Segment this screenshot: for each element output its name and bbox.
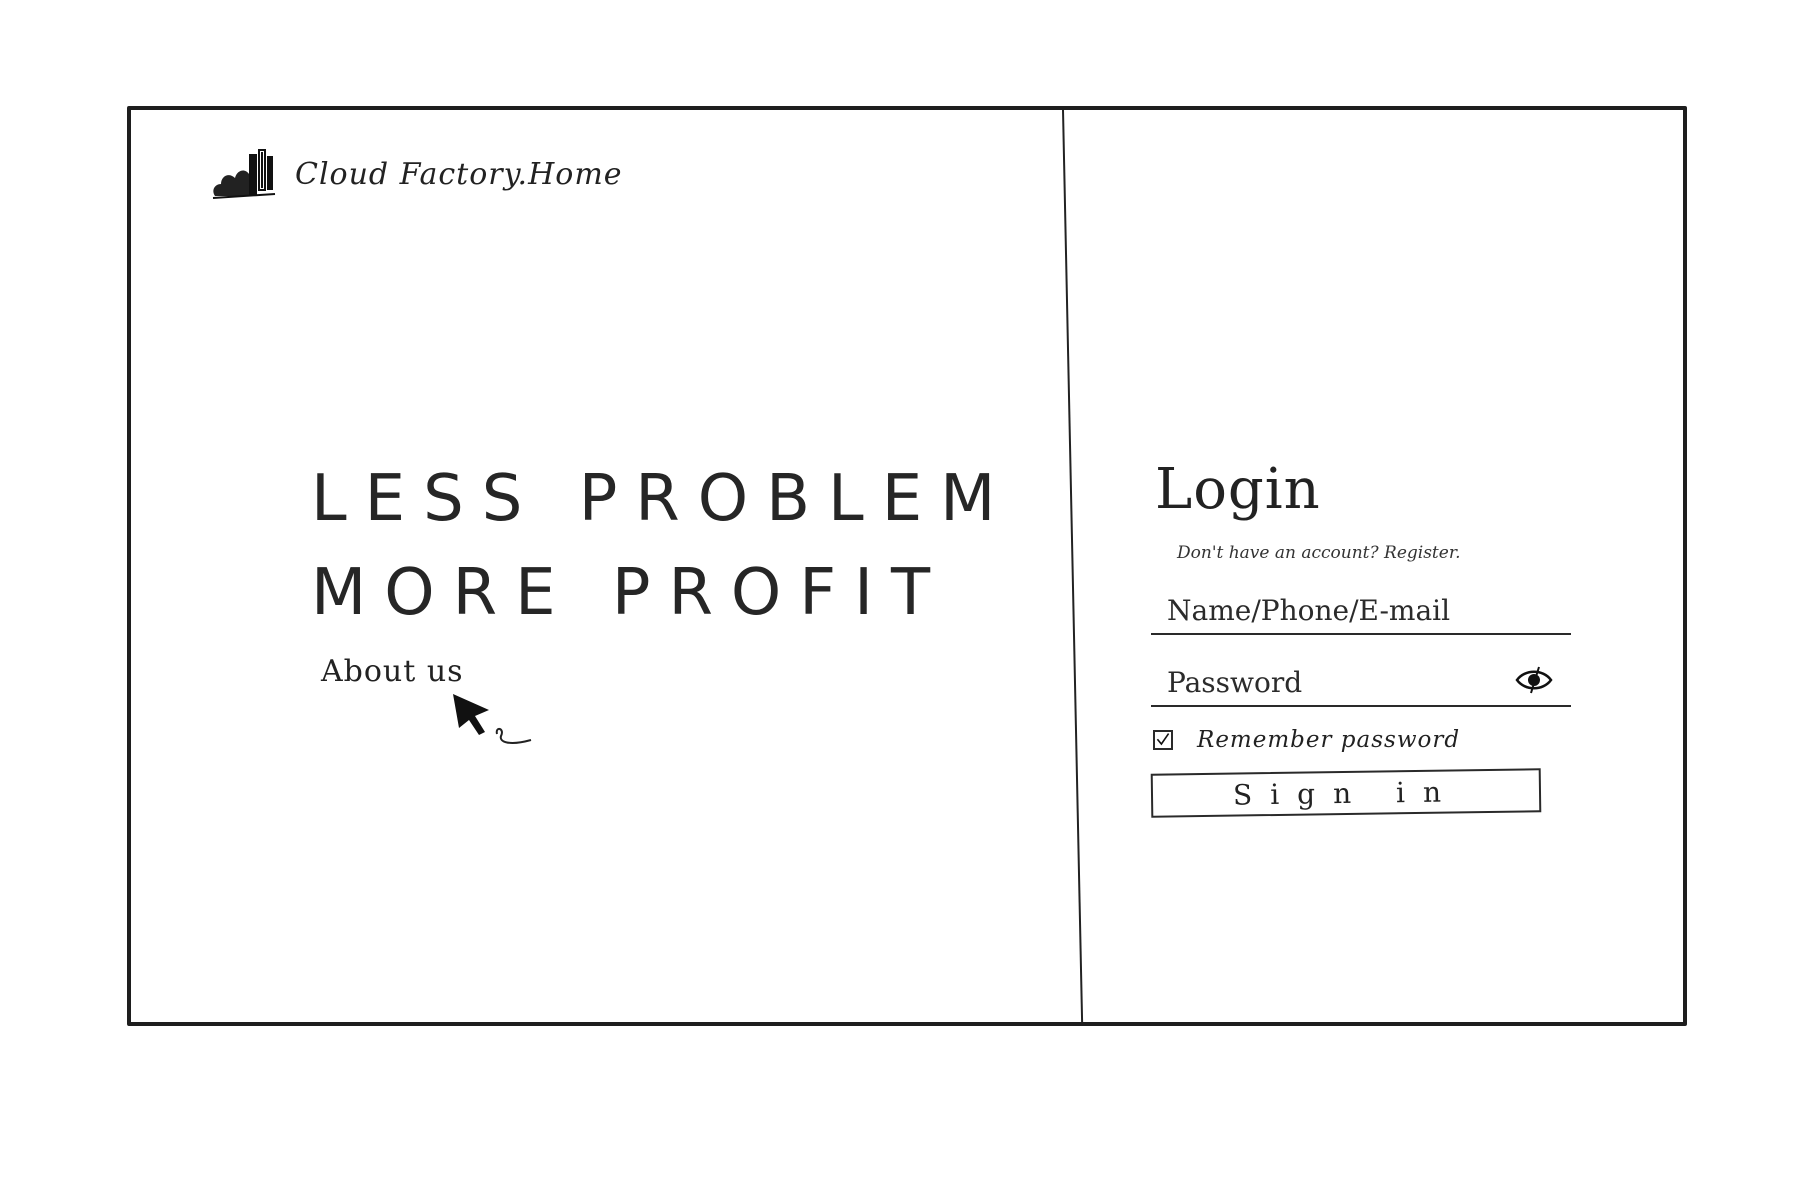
about-us-link[interactable]: About us (321, 654, 464, 689)
identity-input[interactable] (1151, 594, 1571, 627)
identity-field (1151, 581, 1571, 635)
sign-in-button[interactable]: Sign in (1150, 768, 1542, 818)
password-field (1151, 653, 1571, 707)
remember-label: Remember password (1197, 727, 1461, 753)
mouse-cursor-icon (453, 694, 532, 744)
brand[interactable]: Cloud Factory.Home (209, 144, 623, 204)
hero-headline: LESS PROBLEM MORE PROFIT (311, 452, 1013, 640)
building-logo-icon (212, 149, 276, 199)
login-title: Login (1155, 457, 1321, 522)
hero-line-1: LESS PROBLEM (311, 462, 1014, 536)
eye-icon[interactable] (1515, 665, 1553, 695)
register-prompt: Don't have an account? Register. (1177, 543, 1571, 563)
brand-name: Cloud Factory.Home (295, 156, 623, 192)
panel-divider (1062, 110, 1084, 1022)
no-account-text: Don't have an account? (1177, 543, 1379, 563)
hero-line-2: MORE PROFIT (311, 556, 949, 630)
register-link[interactable]: Register. (1384, 543, 1461, 563)
login-panel: Login Don't have an account? Register. R… (1150, 455, 1571, 818)
remember-checkbox[interactable] (1153, 730, 1173, 750)
checkmark-icon (1156, 733, 1170, 746)
password-input[interactable] (1151, 666, 1571, 699)
page-frame: Cloud Factory.Home LESS PROBLEM MORE PRO… (127, 106, 1687, 1026)
remember-row: Remember password (1153, 727, 1571, 753)
